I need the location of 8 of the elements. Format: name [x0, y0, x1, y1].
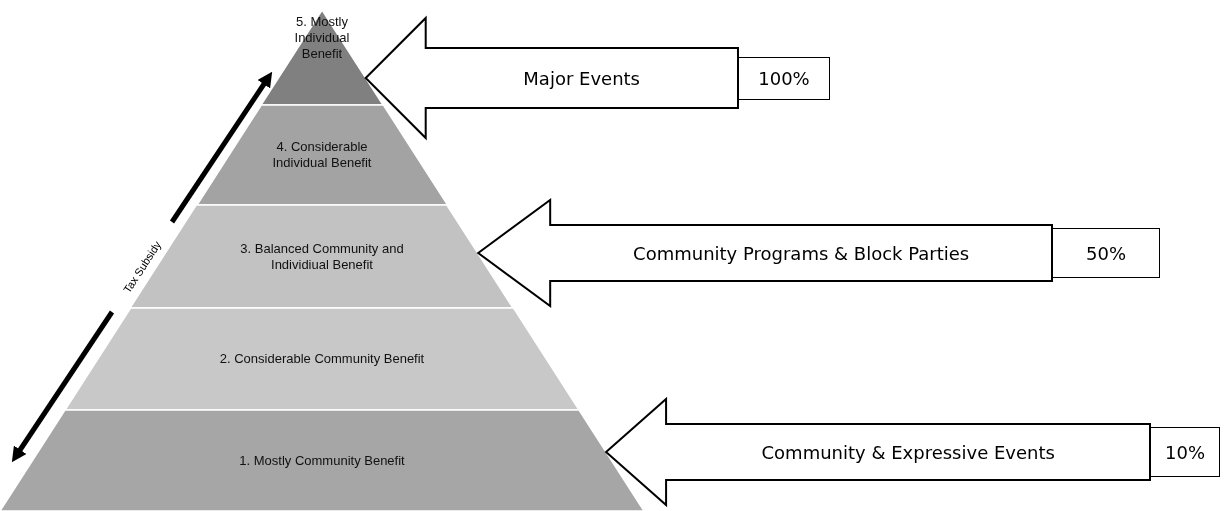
- value-box: 50%: [1052, 228, 1160, 278]
- level-label: 3. Balanced Community and Individiual Benefit: [239, 240, 405, 273]
- value-box: 100%: [738, 57, 830, 100]
- level-label: 4. Considerable Individual Benefit: [271, 139, 373, 171]
- value-box: 10%: [1150, 427, 1220, 477]
- level-label: 2. Considerable Community Benefit: [218, 351, 426, 367]
- level-label: 1. Mostly Community Benefit: [238, 452, 406, 469]
- block-arrow: [364, 15, 739, 141]
